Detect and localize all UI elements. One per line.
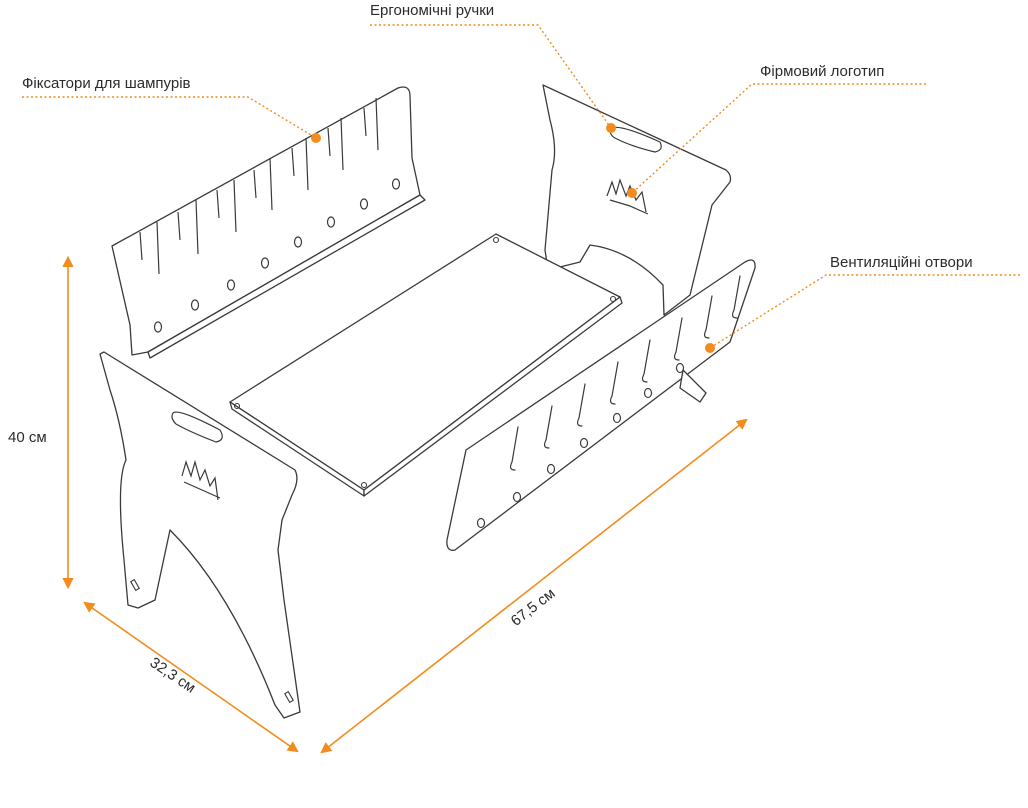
back-panel-slots xyxy=(139,97,379,275)
back-panel xyxy=(111,86,426,359)
arrow-length xyxy=(320,418,748,754)
arrow-width xyxy=(83,601,299,753)
right-end-logo xyxy=(606,178,649,215)
leader-handles xyxy=(370,24,612,129)
right-end-handle xyxy=(609,126,662,153)
dot-skewer-holders xyxy=(311,133,321,143)
dimension-arrows xyxy=(62,255,748,754)
callout-dots xyxy=(311,123,715,353)
dim-height-label: 40 см xyxy=(8,429,47,446)
label-skewer-holders: Фіксатори для шампурів xyxy=(22,75,191,92)
left-end-handle xyxy=(171,411,223,443)
right-end-panel xyxy=(542,84,732,316)
dim-width-label: 32,3 см xyxy=(147,654,199,697)
dot-vents xyxy=(705,343,715,353)
dim-length-label: 67,5 см xyxy=(508,585,559,630)
dot-logo xyxy=(627,188,637,198)
label-handles: Ергономічні ручки xyxy=(370,2,495,19)
label-logo: Фірмовий логотип xyxy=(760,63,885,80)
callout-lines xyxy=(22,24,1020,349)
left-end-logo xyxy=(181,459,221,501)
back-panel-holes xyxy=(153,178,401,333)
label-vents: Вентиляційні отвори xyxy=(830,254,973,271)
leader-skewer-holders xyxy=(22,96,317,139)
leader-vents xyxy=(709,274,1020,349)
dot-handles xyxy=(606,123,616,133)
